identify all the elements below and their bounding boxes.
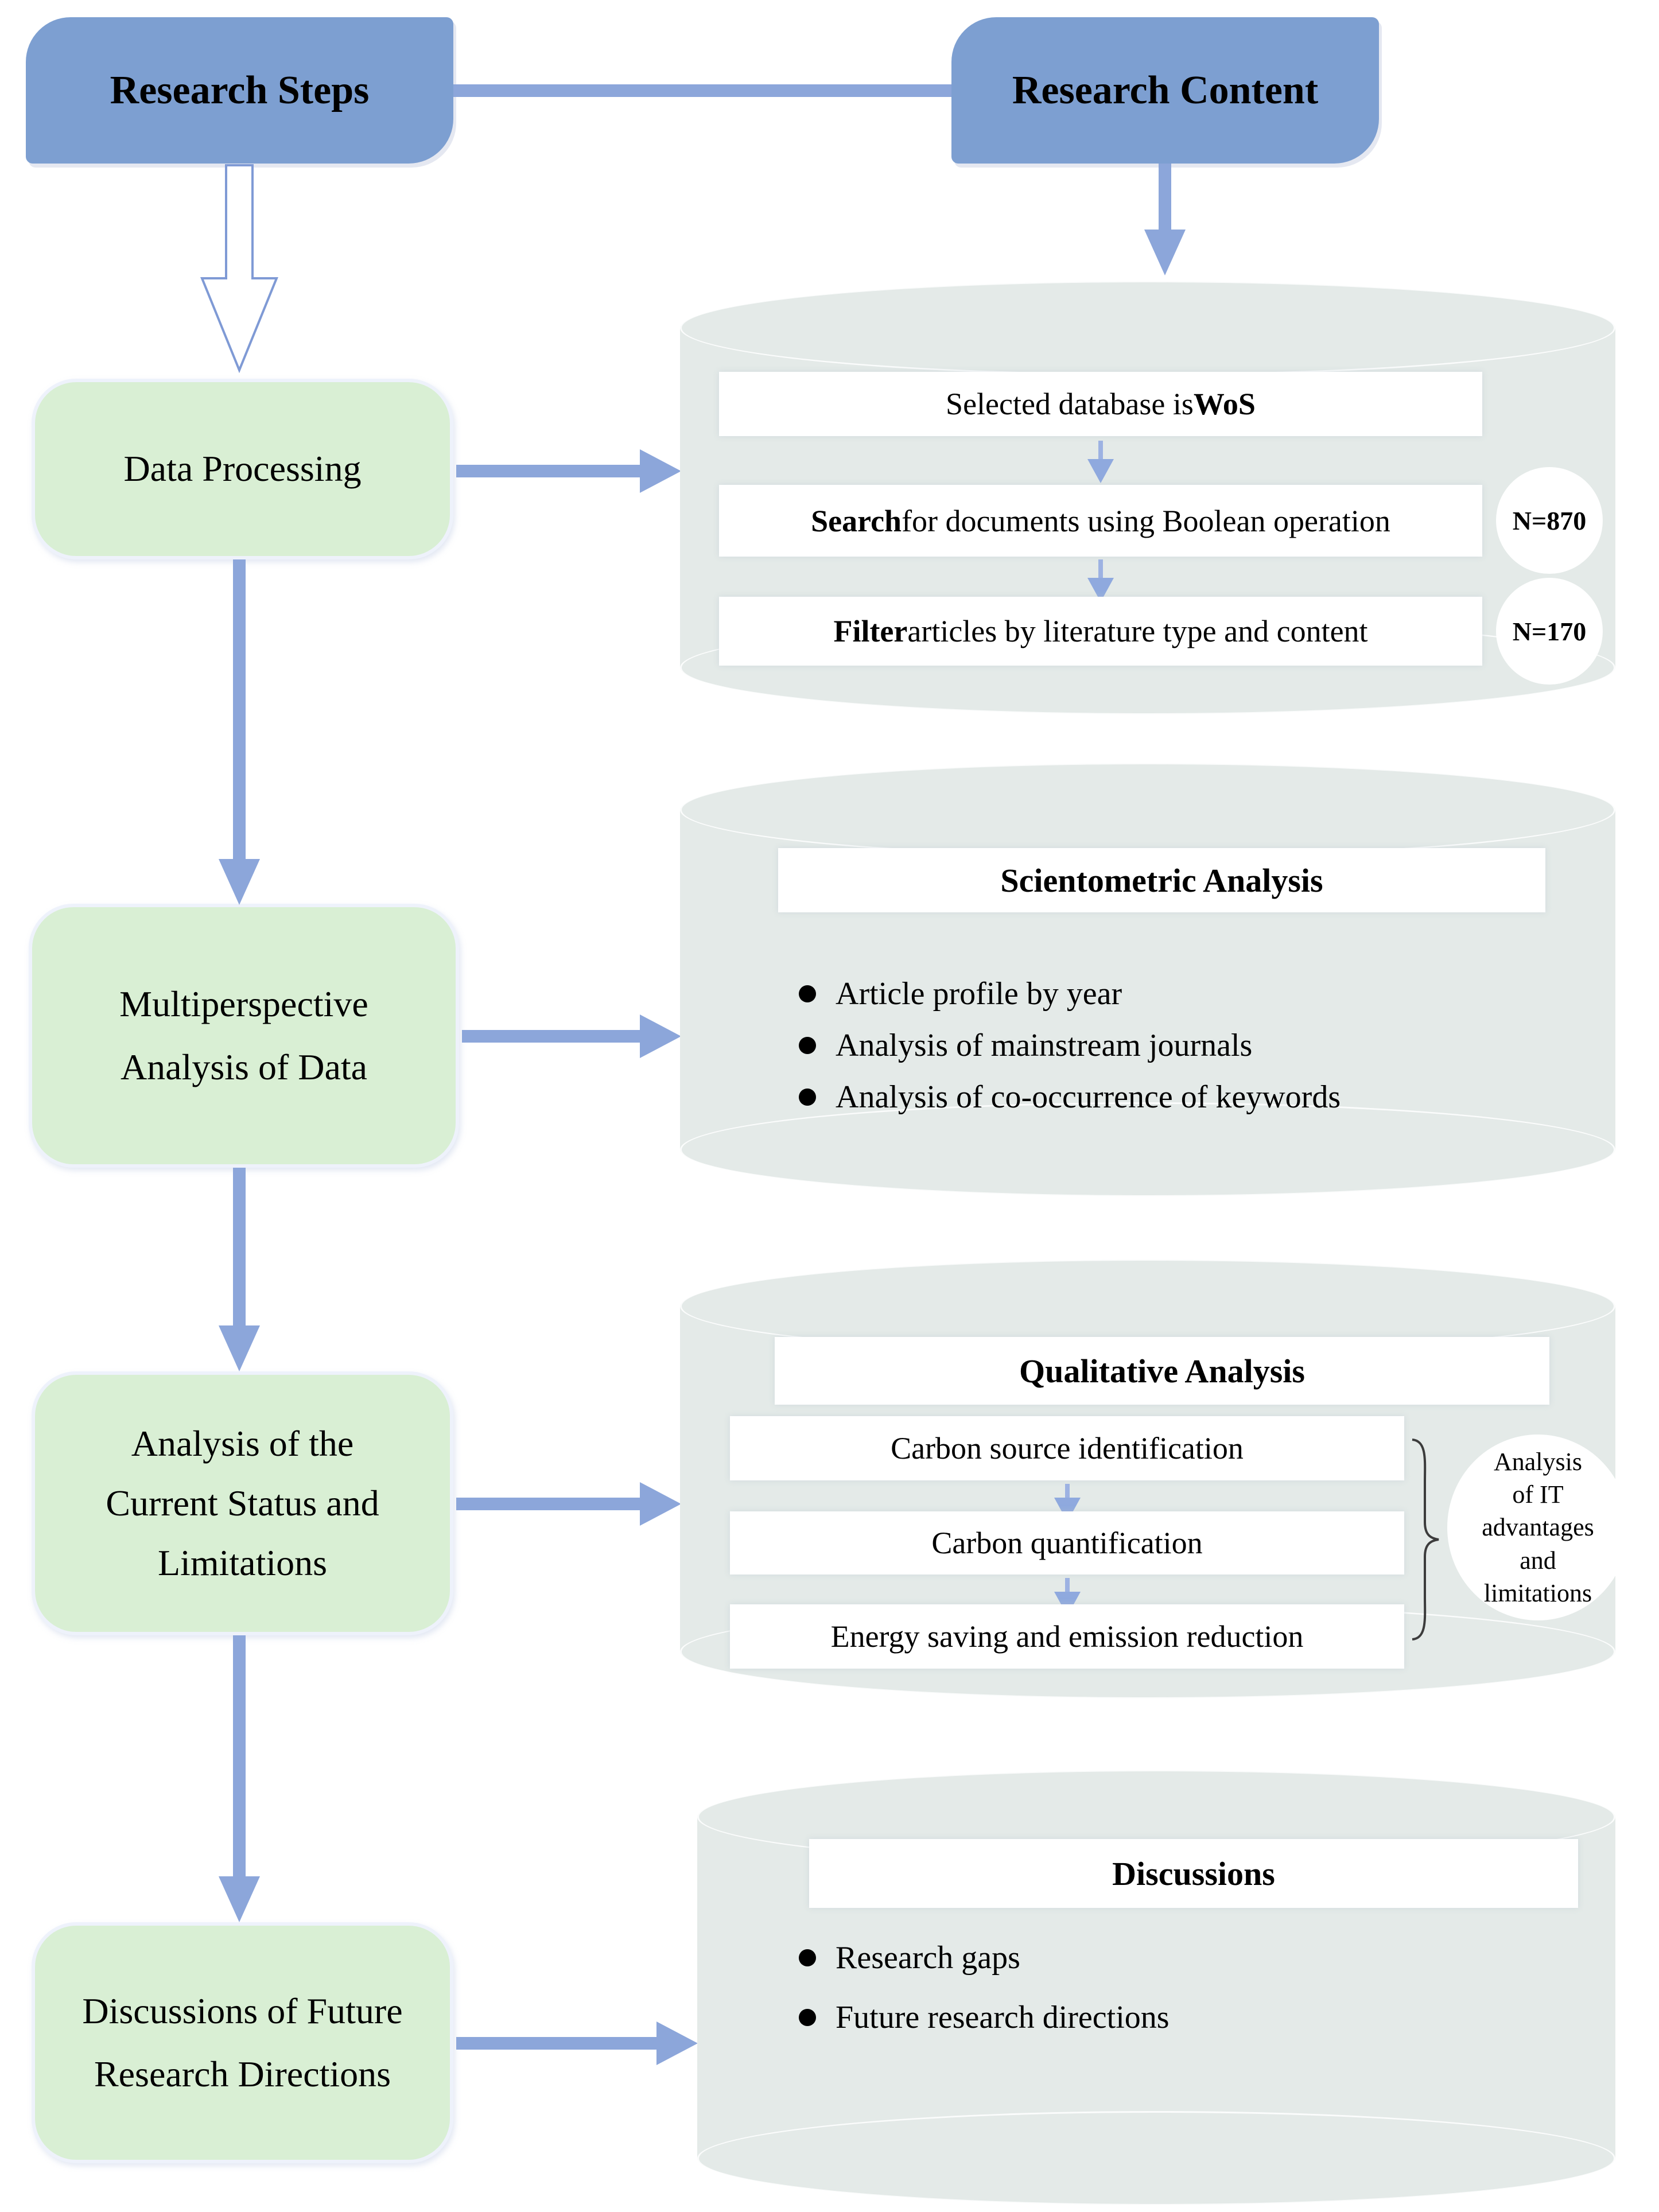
list-item: Analysis of mainstream journals xyxy=(799,1026,1579,1065)
scientometric-bullet-list: Article profile by year Analysis of main… xyxy=(799,974,1579,1117)
title-text: Discussions xyxy=(1112,1855,1275,1892)
step-label: Multiperspective Analysis of Data xyxy=(119,973,368,1099)
row-text: Carbon source identification xyxy=(891,1431,1244,1465)
it-advantages-limitations-note: Analysis of IT advantages and limitation… xyxy=(1447,1435,1629,1620)
note-line: of IT xyxy=(1512,1480,1564,1509)
bullet-dot-icon xyxy=(799,1088,816,1106)
row-text: Selected database is xyxy=(946,387,1194,421)
row-energy-saving-emission-reduction: Energy saving and emission reduction xyxy=(730,1604,1404,1669)
research-content-box: Research Content xyxy=(951,17,1379,164)
mini-down-arrow-icon xyxy=(1087,459,1114,483)
content-down-arrow-icon xyxy=(1144,230,1186,275)
bullet-dot-icon xyxy=(799,1037,816,1054)
connector-h1-arrow-icon xyxy=(640,449,681,493)
row-carbon-source-identification: Carbon source identification xyxy=(730,1416,1404,1480)
title-text: Scientometric Analysis xyxy=(1000,861,1323,899)
connector-h3-shaft xyxy=(456,1498,643,1510)
bullet-text: Analysis of mainstream journals xyxy=(836,1028,1253,1063)
note-line: advantages xyxy=(1482,1513,1594,1542)
row-text: Energy saving and emission reduction xyxy=(830,1619,1304,1654)
mini-arrow-shaft xyxy=(1065,1578,1070,1595)
discussions-bullet-list: Research gaps Future research directions xyxy=(799,1938,1545,2037)
step-box-future-research-directions: Discussions of Future Research Direction… xyxy=(32,1922,453,2163)
badge-label: N=170 xyxy=(1512,616,1587,646)
connector-v3-arrow-icon xyxy=(219,1876,260,1922)
row-selected-database: Selected database is WoS xyxy=(719,372,1482,436)
step-label: Data Processing xyxy=(123,448,362,489)
step-box-data-processing: Data Processing xyxy=(32,379,453,559)
bullet-text: Analysis of co-occurrence of keywords xyxy=(836,1079,1341,1115)
content-down-arrow-shaft xyxy=(1159,164,1171,232)
note-line: and xyxy=(1520,1546,1556,1575)
mini-arrow-shaft xyxy=(1098,559,1103,581)
connector-v3-shaft xyxy=(233,1635,246,1879)
list-item: Future research directions xyxy=(799,1998,1545,2037)
research-steps-box: Research Steps xyxy=(26,17,453,164)
connector-h3-arrow-icon xyxy=(640,1482,681,1526)
row-search-documents: Search for documents using Boolean opera… xyxy=(719,485,1482,557)
row-text: Carbon quantification xyxy=(931,1526,1203,1560)
step-label-line: Limitations xyxy=(157,1542,328,1583)
bullet-dot-icon xyxy=(799,1949,816,1966)
group-brace-icon xyxy=(1412,1439,1439,1640)
connector-h2-arrow-icon xyxy=(640,1014,681,1058)
connector-v2-arrow-icon xyxy=(219,1325,260,1371)
bullet-text: Future research directions xyxy=(836,2000,1170,2035)
mini-arrow-shaft xyxy=(1098,441,1103,462)
row-text-bold: WoS xyxy=(1193,387,1256,421)
title-text: Qualitative Analysis xyxy=(1019,1352,1305,1390)
step-label-line: Analysis of the xyxy=(131,1423,354,1464)
connector-h1-shaft xyxy=(456,465,643,477)
badge-label: N=870 xyxy=(1512,506,1587,535)
bullet-text: Research gaps xyxy=(836,1940,1020,1976)
list-item: Analysis of co-occurrence of keywords xyxy=(799,1078,1579,1117)
mini-arrow-shaft xyxy=(1065,1484,1070,1501)
step-label-line: Analysis of Data xyxy=(120,1047,368,1087)
scientometric-analysis-title: Scientometric Analysis xyxy=(778,848,1545,912)
research-content-label: Research Content xyxy=(1012,68,1319,112)
cylinder-bottom-rim xyxy=(697,2111,1615,2206)
step-label-line: Research Directions xyxy=(94,2054,391,2094)
step-box-current-status-limitations: Analysis of the Current Status and Limit… xyxy=(32,1371,453,1635)
connector-h2-shaft xyxy=(462,1030,643,1043)
row-text: for documents using Boolean operation xyxy=(902,503,1390,538)
step-label: Analysis of the Current Status and Limit… xyxy=(106,1414,379,1592)
row-carbon-quantification: Carbon quantification xyxy=(730,1511,1404,1575)
row-text: articles by literature type and content xyxy=(907,614,1368,648)
steps-content-connector-line xyxy=(453,84,951,97)
research-steps-label: Research Steps xyxy=(110,68,370,112)
bullet-dot-icon xyxy=(799,985,816,1002)
row-filter-articles: Filter articles by literature type and c… xyxy=(719,597,1482,666)
badge-n170: N=170 xyxy=(1496,578,1603,685)
discussions-title: Discussions xyxy=(809,1839,1578,1908)
bullet-text: Article profile by year xyxy=(836,976,1122,1012)
step-label-line: Multiperspective xyxy=(119,983,368,1024)
row-text-bold: Search xyxy=(811,503,902,538)
list-item: Research gaps xyxy=(799,1938,1545,1977)
badge-n870: N=870 xyxy=(1496,467,1603,574)
row-text-bold: Filter xyxy=(833,614,908,648)
cylinder-top-rim xyxy=(680,763,1615,857)
list-item: Article profile by year xyxy=(799,974,1579,1013)
step-label-line: Current Status and xyxy=(106,1483,379,1524)
connector-h4-shaft xyxy=(456,2037,657,2050)
step-box-multiperspective-analysis: Multiperspective Analysis of Data xyxy=(29,904,459,1168)
connector-v1-shaft xyxy=(233,559,246,862)
step-label-line: Discussions of Future xyxy=(82,1990,403,2031)
note-line: limitations xyxy=(1483,1579,1592,1607)
connector-v1-arrow-icon xyxy=(219,859,260,905)
steps-hollow-down-arrow-icon xyxy=(200,164,278,374)
cylinder-top-rim xyxy=(680,281,1615,375)
step-label: Discussions of Future Research Direction… xyxy=(82,1980,402,2106)
connector-h4-arrow-icon xyxy=(656,2021,698,2065)
note-line: Analysis xyxy=(1494,1448,1582,1476)
bullet-dot-icon xyxy=(799,2009,816,2026)
connector-v2-shaft xyxy=(233,1168,246,1328)
qualitative-analysis-title: Qualitative Analysis xyxy=(775,1337,1549,1405)
